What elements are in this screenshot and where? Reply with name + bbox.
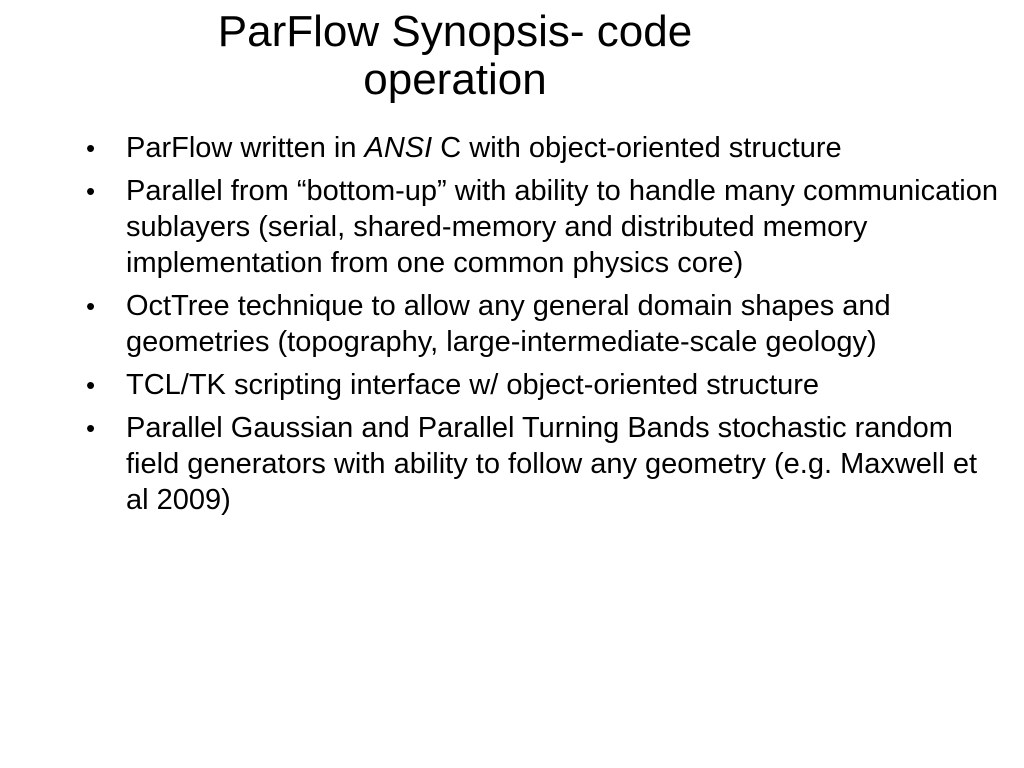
bullet-text: OctTree technique to allow any general d… [126, 290, 891, 358]
bullet-text: Parallel from “bottom-up” with ability t… [126, 175, 998, 279]
bullet-item-tcl-tk: • TCL/TK scripting interface w/ object-o… [86, 367, 1006, 403]
bullet-icon: • [86, 413, 96, 443]
bullet-item-parallel: • Parallel from “bottom-up” with ability… [86, 173, 1006, 281]
bullet-text-after: C with object-oriented structure [432, 132, 842, 164]
bullet-text: TCL/TK scripting interface w/ object-ori… [126, 369, 820, 401]
slide-title-line-1: ParFlow Synopsis- code [217, 7, 693, 56]
slide-title-line-2: operation [363, 55, 547, 104]
bullet-item-ansi-c: • ParFlow written in ANSI C with object-… [86, 130, 1006, 166]
bullet-icon: • [86, 370, 96, 400]
bullet-item-random-field: • Parallel Gaussian and Parallel Turning… [86, 410, 1006, 518]
bullet-text-emphasis: ANSI [364, 132, 433, 164]
bullet-text: ParFlow written in ANSI C with object-or… [126, 132, 842, 164]
bullet-icon: • [86, 291, 96, 321]
bullet-text: Parallel Gaussian and Parallel Turning B… [126, 412, 978, 516]
bullet-icon: • [86, 133, 96, 163]
bullet-text-before: ParFlow written in [126, 132, 365, 164]
bullet-list: • ParFlow written in ANSI C with object-… [86, 130, 1006, 525]
bullet-icon: • [86, 176, 96, 206]
slide-title: ParFlow Synopsis- code operation [150, 8, 760, 104]
bullet-item-octtree: • OctTree technique to allow any general… [86, 288, 1006, 360]
